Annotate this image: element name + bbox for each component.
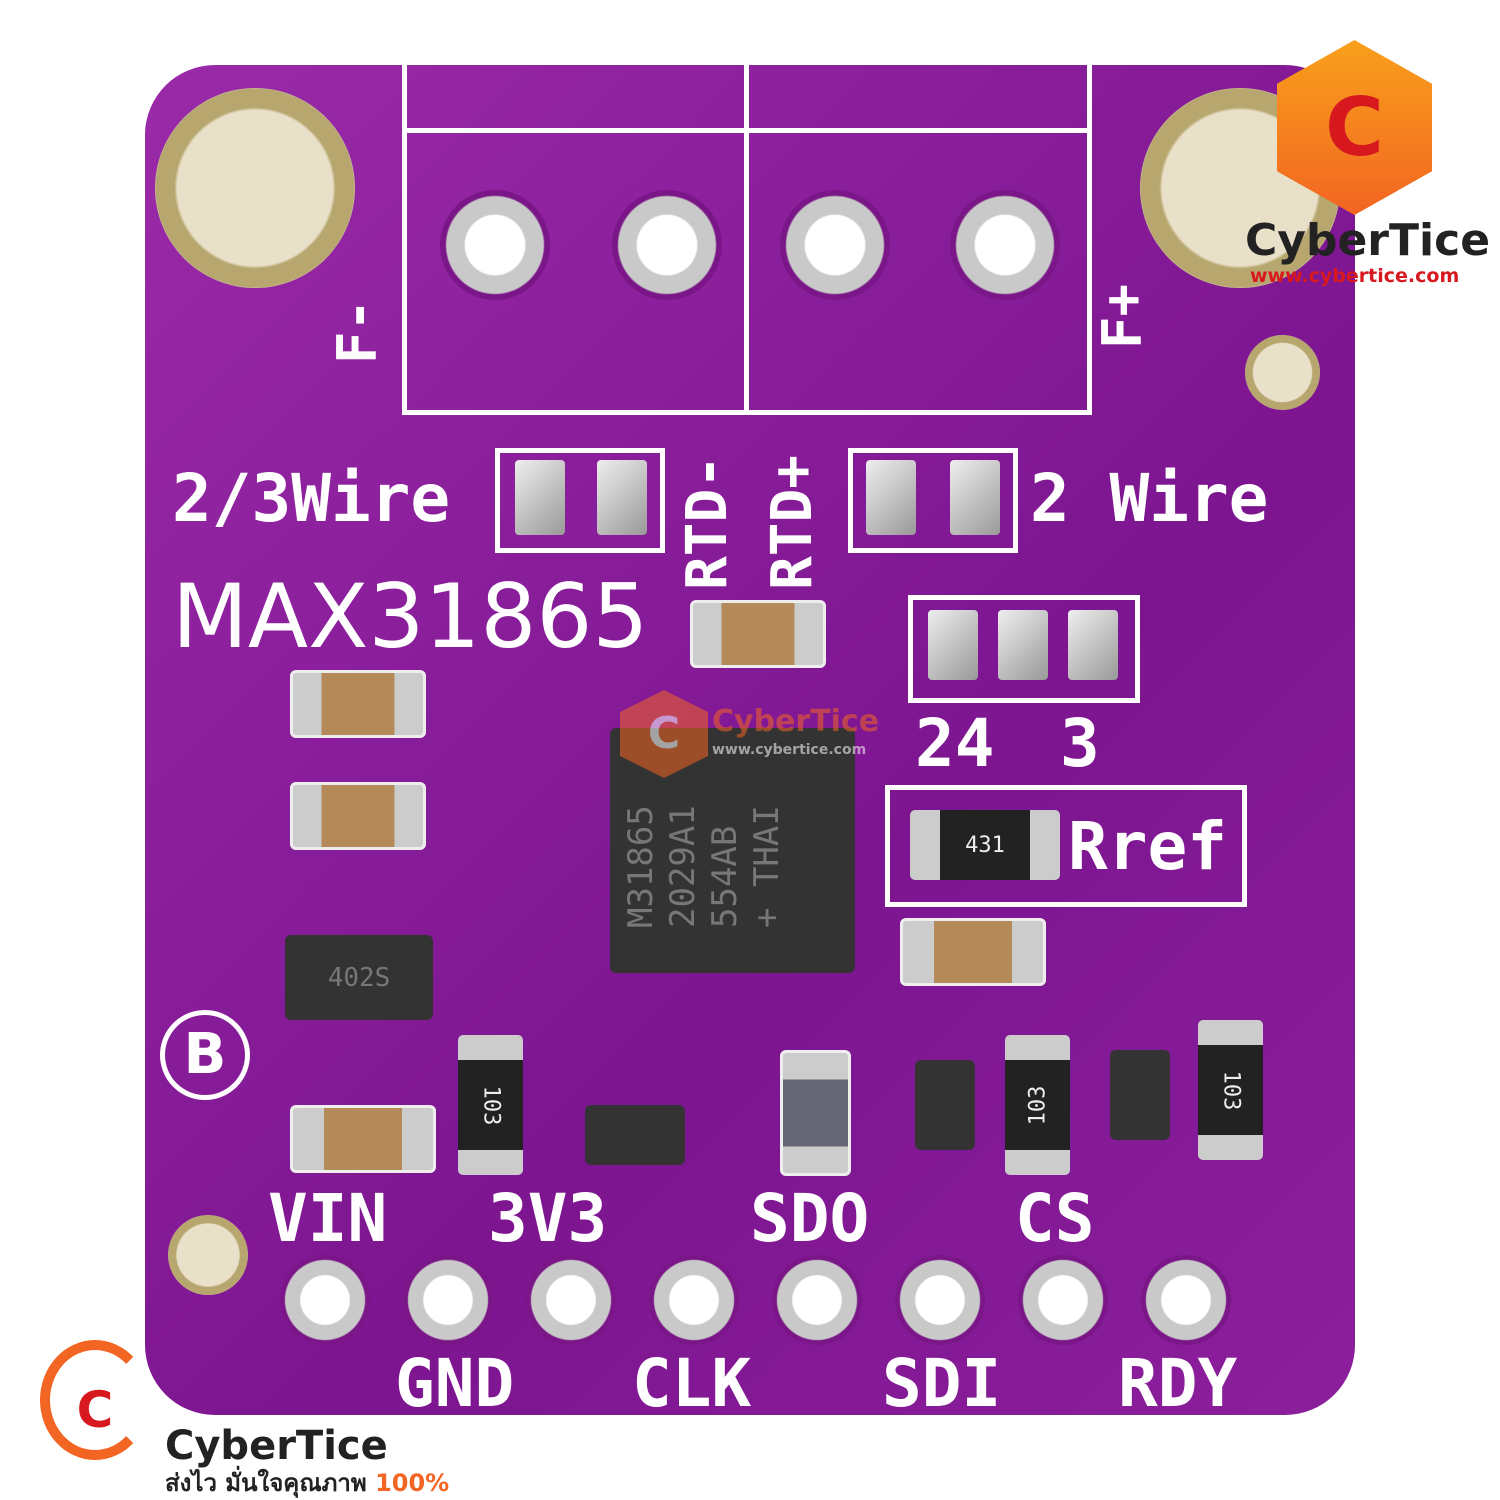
label-24: 24	[915, 705, 995, 782]
terminal-hole	[950, 190, 1060, 300]
terminal-hole	[612, 190, 722, 300]
header-pin	[895, 1255, 985, 1345]
chip-line: + THAI	[747, 805, 787, 928]
pin-label-cs: CS	[1015, 1180, 1095, 1257]
pin-label-3v3: 3V3	[488, 1180, 608, 1257]
terminal-block-outline	[402, 65, 1092, 415]
cybertice-logo-icon: C	[40, 1340, 150, 1460]
header-pin	[772, 1255, 862, 1345]
pin-label-vin: VIN	[268, 1180, 388, 1257]
jumper-outline	[908, 595, 1140, 703]
capacitor	[290, 670, 426, 738]
header-pin	[1141, 1255, 1231, 1345]
header-pin	[403, 1255, 493, 1345]
voltage-regulator: 402S	[285, 935, 433, 1020]
label-3: 3	[1060, 705, 1100, 782]
b-mark: B	[160, 1010, 250, 1100]
jumper-outline	[495, 448, 665, 553]
capacitor	[290, 1105, 436, 1173]
header-pin	[526, 1255, 616, 1345]
label-rtd-plus: RTD+	[759, 455, 825, 590]
resistor: 103	[458, 1035, 523, 1175]
slogan-text: ส่งไว มั่นใจคุณภาพ	[165, 1469, 367, 1497]
chip-line: 2029A1	[663, 805, 703, 928]
transistor	[1110, 1050, 1170, 1140]
divider	[744, 65, 749, 410]
rref-outline	[885, 785, 1247, 907]
solder-pad	[515, 460, 565, 535]
header-pin	[280, 1255, 370, 1345]
watermark-url: www.cybertice.com	[712, 742, 867, 758]
solder-pad	[998, 610, 1048, 680]
slogan-percent: 100%	[375, 1469, 450, 1497]
label-rtd-minus: RTD-	[674, 455, 740, 590]
cybertice-logo-icon: C	[620, 690, 708, 778]
capacitor	[290, 782, 426, 850]
mounting-hole-left	[155, 88, 355, 288]
diode	[585, 1105, 685, 1165]
solder-pad	[928, 610, 978, 680]
capacitor	[780, 1050, 851, 1176]
resistor-code: 103	[478, 1085, 503, 1125]
pin-label-clk: CLK	[632, 1345, 752, 1422]
brand-name: CyberTice	[165, 1423, 388, 1469]
cybertice-logo-icon: C	[1277, 40, 1432, 215]
label-f-minus: F-	[326, 298, 390, 365]
resistor: 103	[1198, 1020, 1263, 1160]
solder-pad	[866, 460, 916, 535]
pin-label-rdy: RDY	[1118, 1345, 1238, 1422]
fiducial	[168, 1215, 248, 1295]
header-pin	[1018, 1255, 1108, 1345]
label-2-3-wire: 2/3Wire	[172, 460, 451, 537]
label-f-plus: F+	[1091, 283, 1155, 350]
header-pin	[649, 1255, 739, 1345]
chip-line: M31865	[621, 805, 661, 928]
jumper-outline	[848, 448, 1018, 553]
resistor: 103	[1005, 1035, 1070, 1175]
pin-label-gnd: GND	[395, 1345, 515, 1422]
pin-label-sdo: SDO	[750, 1180, 870, 1257]
slogan: ส่งไว มั่นใจคุณภาพ 100%	[165, 1468, 449, 1498]
solder-pad	[950, 460, 1000, 535]
solder-pad	[597, 460, 647, 535]
fiducial	[1245, 335, 1320, 410]
transistor	[915, 1060, 975, 1150]
resistor-code: 103	[1218, 1070, 1243, 1110]
label-2-wire: 2 Wire	[1030, 460, 1269, 537]
rref-resistor: 431	[910, 810, 1060, 880]
terminal-hole	[440, 190, 550, 300]
capacitor	[900, 918, 1046, 986]
brand-name: CyberTice	[1245, 215, 1491, 266]
label-rref: Rref	[1068, 808, 1227, 885]
brand-url: www.cybertice.com	[1250, 265, 1460, 287]
chip-line: 554AB	[705, 825, 745, 928]
capacitor	[690, 600, 826, 668]
watermark-brand: CyberTice	[712, 704, 880, 739]
pin-label-sdi: SDI	[882, 1345, 1002, 1422]
terminal-hole	[780, 190, 890, 300]
label-model: MAX31865	[172, 565, 649, 668]
resistor-code: 103	[1025, 1085, 1050, 1125]
solder-pad	[1068, 610, 1118, 680]
